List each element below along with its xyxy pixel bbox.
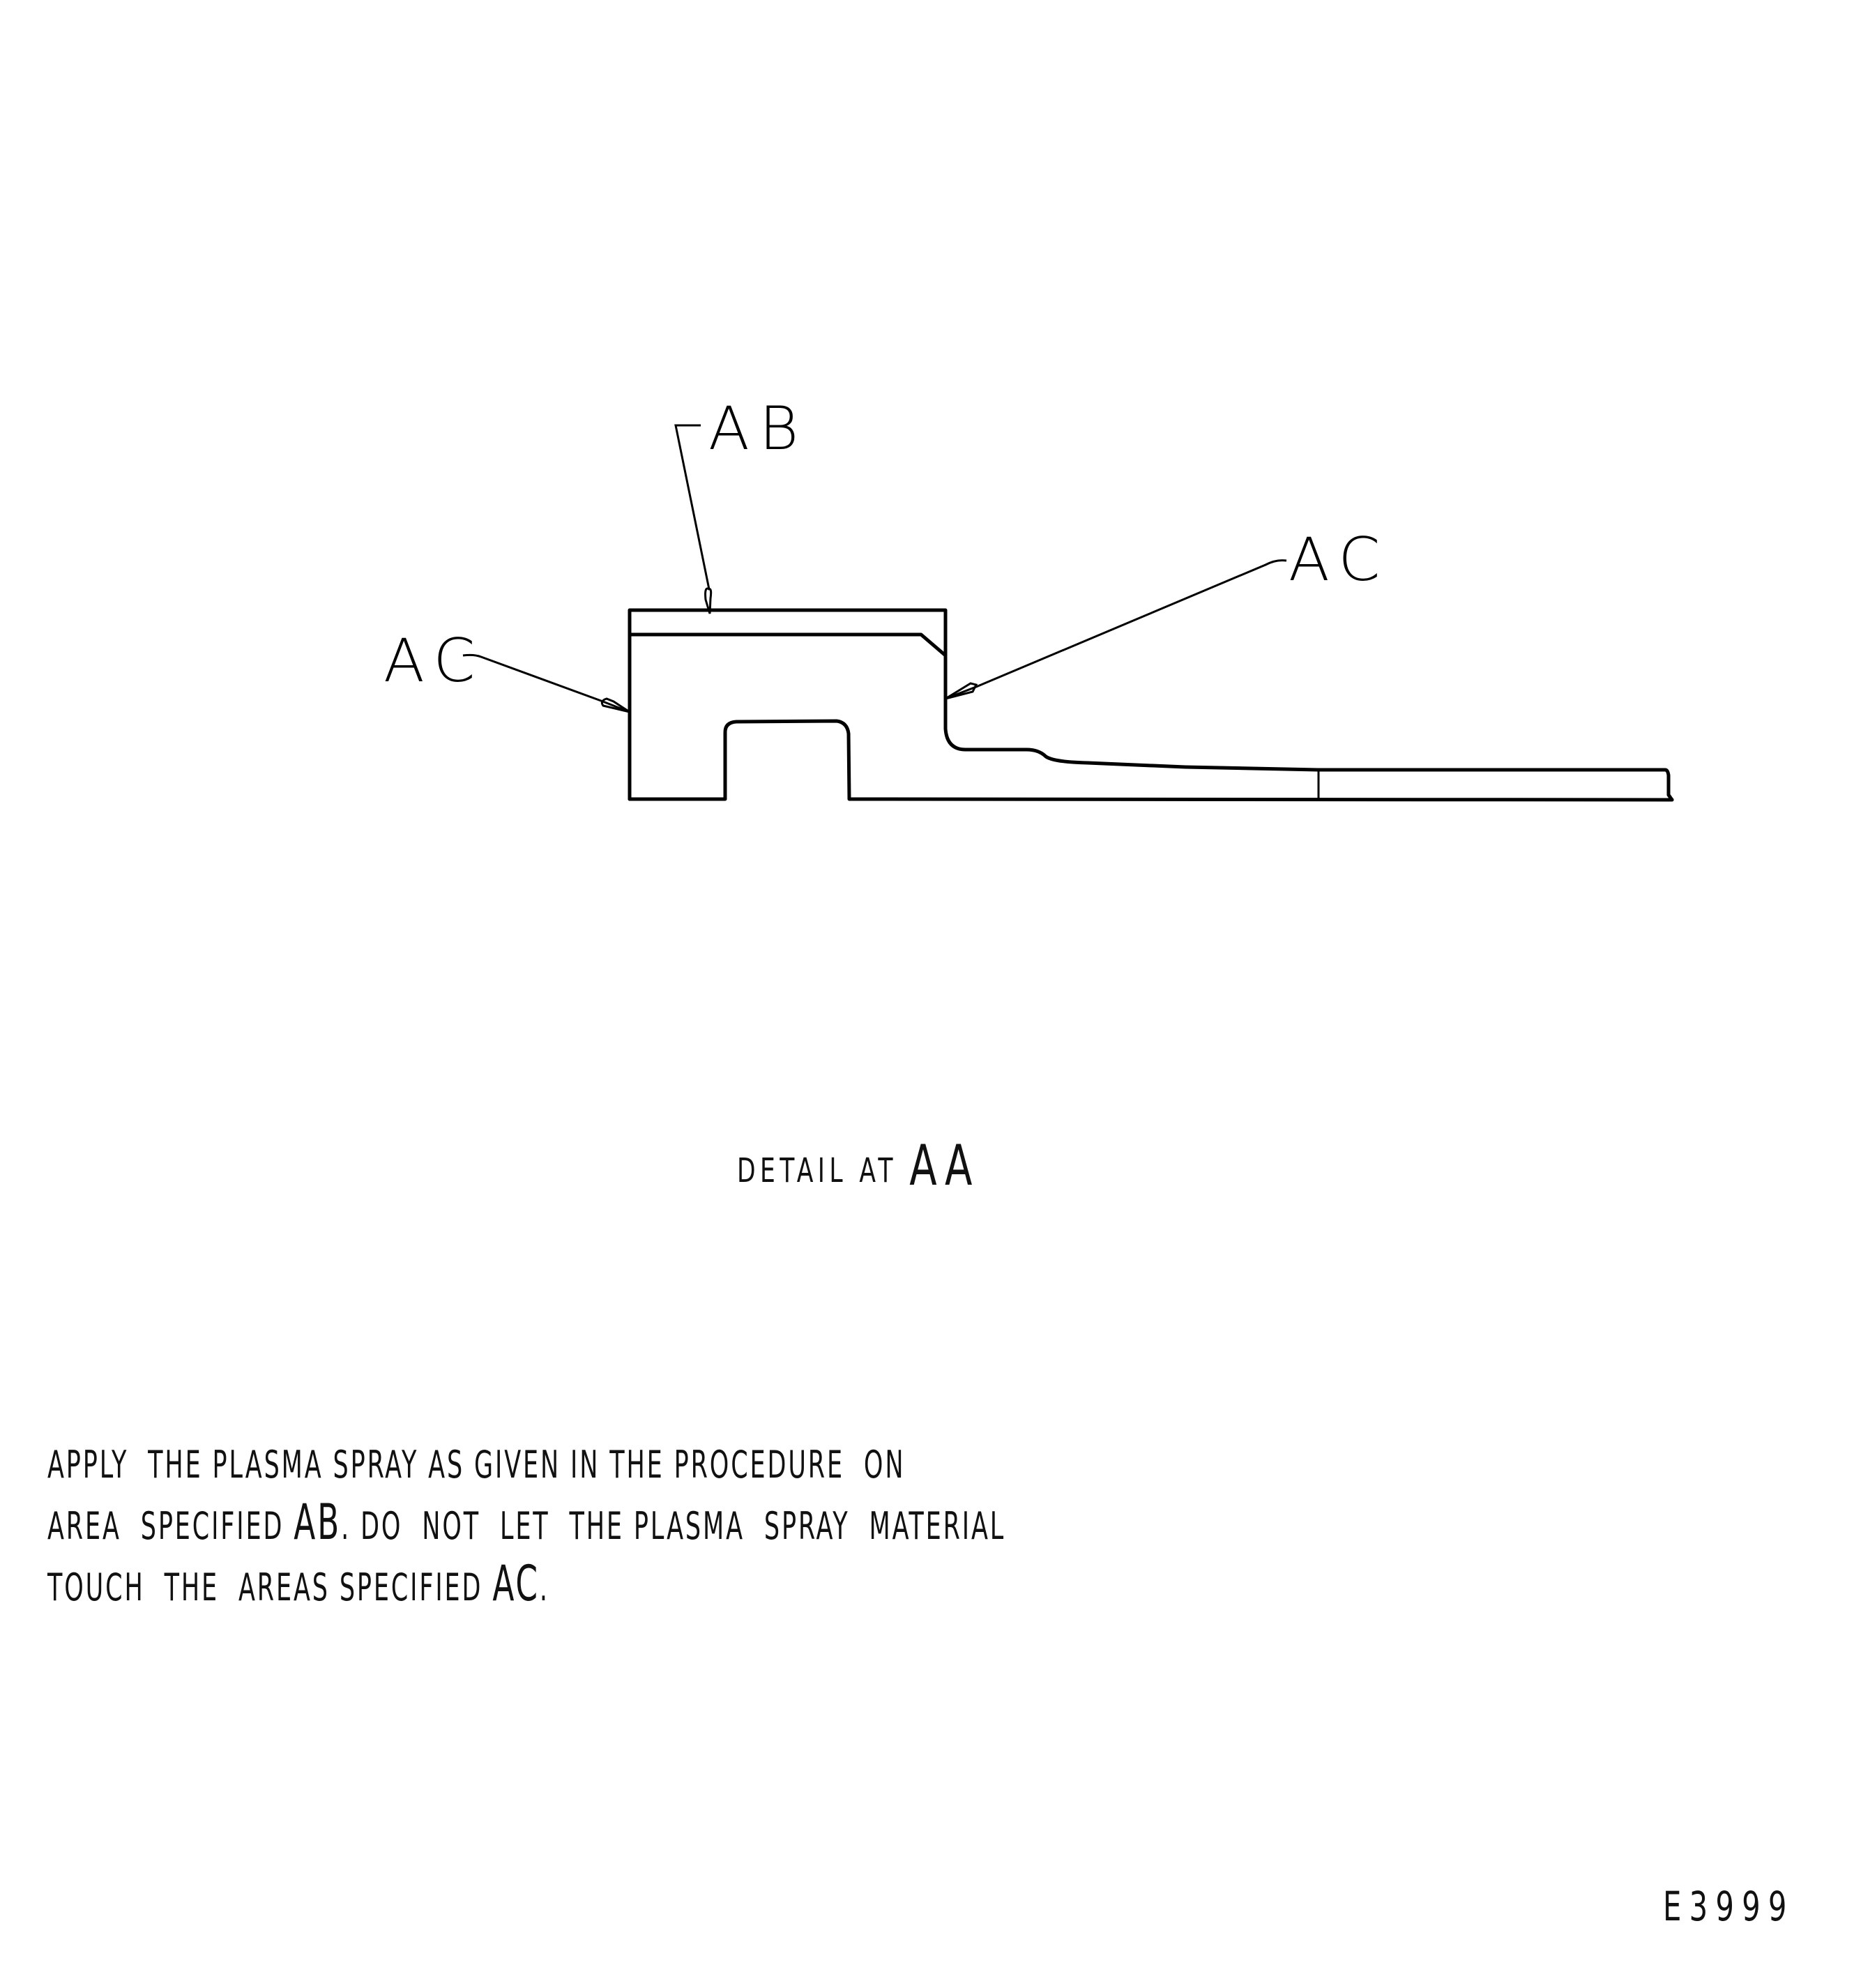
callout-ac-left-label: AC bbox=[383, 626, 485, 696]
note-line-3: TOUCH THE AREAS SPECIFIED AC. bbox=[47, 1555, 1005, 1616]
note-ref-ac: AC bbox=[492, 1555, 540, 1612]
note-ref-ab: AB bbox=[294, 1494, 342, 1551]
note-line-3-text: TOUCH THE AREAS SPECIFIED bbox=[47, 1565, 493, 1609]
note-line-1: APPLY THE PLASMA SPRAY AS GIVEN IN THE P… bbox=[47, 1443, 906, 1487]
note-line-2-text: AREA SPECIFIED bbox=[47, 1504, 294, 1548]
callout-ac-right: AC bbox=[945, 525, 1390, 700]
procedure-note: APPLY THE PLASMA SPRAY AS GIVEN IN THE P… bbox=[47, 1436, 1005, 1616]
callout-ac-right-label: AC bbox=[1289, 525, 1390, 595]
callout-ab-label: AB bbox=[708, 394, 808, 464]
note-line-2-rest: . DO NOT LET THE PLASMA SPRAY MATERIAL bbox=[341, 1504, 1006, 1548]
note-line-2: AREA SPECIFIED AB. DO NOT LET THE PLASMA… bbox=[47, 1494, 1005, 1555]
figure-number: E3999 bbox=[1663, 1883, 1795, 1930]
detail-title-ref: AA bbox=[909, 1133, 980, 1198]
callout-ac-left: AC bbox=[383, 626, 630, 713]
part-profile bbox=[628, 608, 1674, 802]
detail-title-prefix: DETAIL AT bbox=[737, 1151, 897, 1190]
note-line-3-rest: . bbox=[539, 1565, 549, 1609]
detail-title: DETAIL AT AA bbox=[737, 1133, 979, 1198]
callout-ab: AB bbox=[674, 394, 808, 614]
